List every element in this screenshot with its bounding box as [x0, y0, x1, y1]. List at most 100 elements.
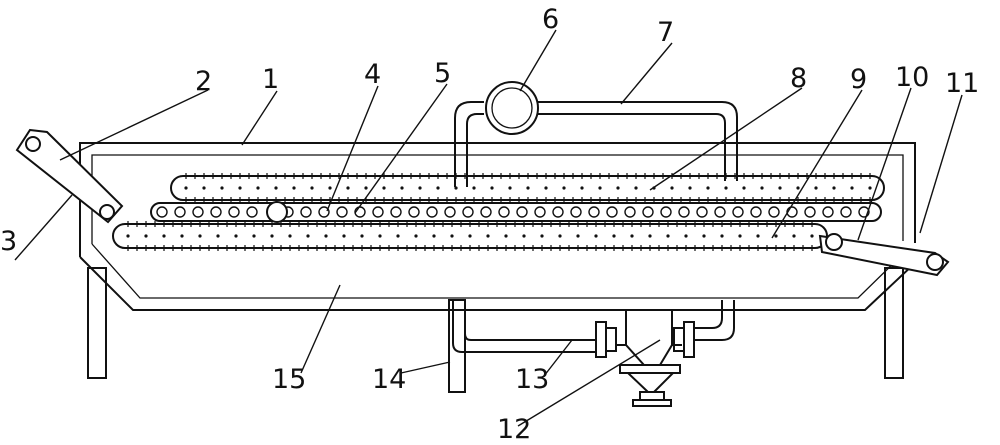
- label-11: 11: [945, 68, 979, 99]
- chain-link: [382, 186, 386, 190]
- chain-link: [396, 234, 400, 238]
- roller: [822, 206, 834, 218]
- chain-link: [220, 186, 224, 190]
- roller: [408, 206, 420, 218]
- chain-link: [364, 186, 368, 190]
- chain-link: [868, 186, 872, 190]
- roller: [246, 206, 258, 218]
- top-pipe: [454, 101, 738, 187]
- pump: [485, 81, 539, 135]
- chain-link: [666, 234, 670, 238]
- chain-link: [436, 186, 440, 190]
- chain-link: [486, 234, 490, 238]
- chain-link: [814, 186, 818, 190]
- chain-link: [684, 234, 688, 238]
- chain-link: [508, 186, 512, 190]
- chain-link: [324, 234, 328, 238]
- chain-link: [774, 234, 778, 238]
- chain-link: [558, 234, 562, 238]
- label-5: 5: [434, 58, 451, 89]
- chain-link: [580, 186, 584, 190]
- chain-link: [342, 234, 346, 238]
- roller: [804, 206, 816, 218]
- roller-row: [150, 201, 882, 223]
- roller: [678, 206, 690, 218]
- chain-link: [616, 186, 620, 190]
- chain-link: [522, 234, 526, 238]
- chain-link: [706, 186, 710, 190]
- chain-link: [360, 234, 364, 238]
- roller: [642, 206, 654, 218]
- chain-link: [796, 186, 800, 190]
- roller: [192, 206, 204, 218]
- chain-link: [180, 234, 184, 238]
- roller: [660, 206, 672, 218]
- chain-link: [306, 234, 310, 238]
- chain-link: [490, 186, 494, 190]
- valve-left: [595, 321, 617, 358]
- chain-link: [742, 186, 746, 190]
- chain-link: [346, 186, 350, 190]
- label-8: 8: [790, 63, 807, 94]
- center-support: [448, 299, 466, 393]
- chain-link: [526, 186, 530, 190]
- chain-link: [400, 186, 404, 190]
- roller: [390, 206, 402, 218]
- chain-link: [310, 186, 314, 190]
- roller: [588, 206, 600, 218]
- label-2: 2: [195, 66, 212, 97]
- chain-link: [540, 234, 544, 238]
- label-6: 6: [542, 4, 559, 35]
- roller: [624, 206, 636, 218]
- chain-link: [238, 186, 242, 190]
- chain-link: [670, 186, 674, 190]
- chain-link: [328, 186, 332, 190]
- lower-conveyor: [112, 221, 828, 251]
- collection-hopper: [616, 310, 682, 407]
- roller: [768, 206, 780, 218]
- chain-link: [756, 234, 760, 238]
- chain-link: [288, 234, 292, 238]
- chain-link: [504, 234, 508, 238]
- chain-link: [454, 186, 458, 190]
- label-14: 14: [372, 364, 406, 395]
- tank-outer-bottom: [79, 256, 916, 311]
- roller: [750, 206, 762, 218]
- roller: [480, 206, 492, 218]
- label-3: 3: [0, 226, 17, 257]
- upper-conveyor: [170, 173, 885, 203]
- chain-link: [274, 186, 278, 190]
- chain-link: [760, 186, 764, 190]
- chain-link: [234, 234, 238, 238]
- leader-lines: [14, 29, 963, 427]
- roller: [444, 206, 456, 218]
- chain-link: [832, 186, 836, 190]
- chain-link: [202, 186, 206, 190]
- roller: [606, 206, 618, 218]
- chain-link: [126, 234, 130, 238]
- chain-link: [562, 186, 566, 190]
- roller: [534, 206, 546, 218]
- roller: [300, 206, 312, 218]
- chain-link: [724, 186, 728, 190]
- valve-right: [673, 321, 695, 358]
- roller: [426, 206, 438, 218]
- roller: [732, 206, 744, 218]
- chain-link: [612, 234, 616, 238]
- label-7: 7: [657, 17, 674, 48]
- label-13: 13: [515, 364, 549, 395]
- roller: [228, 206, 240, 218]
- chain-link: [792, 234, 796, 238]
- chain-link: [414, 234, 418, 238]
- roller: [714, 206, 726, 218]
- label-1: 1: [262, 64, 279, 95]
- inlet-chute: [15, 128, 124, 224]
- chain-link: [256, 186, 260, 190]
- roller: [336, 206, 348, 218]
- tank-inner-bottom: [91, 243, 904, 299]
- chain-link: [598, 186, 602, 190]
- roller: [318, 206, 330, 218]
- roller: [840, 206, 852, 218]
- label-10: 10: [895, 62, 929, 93]
